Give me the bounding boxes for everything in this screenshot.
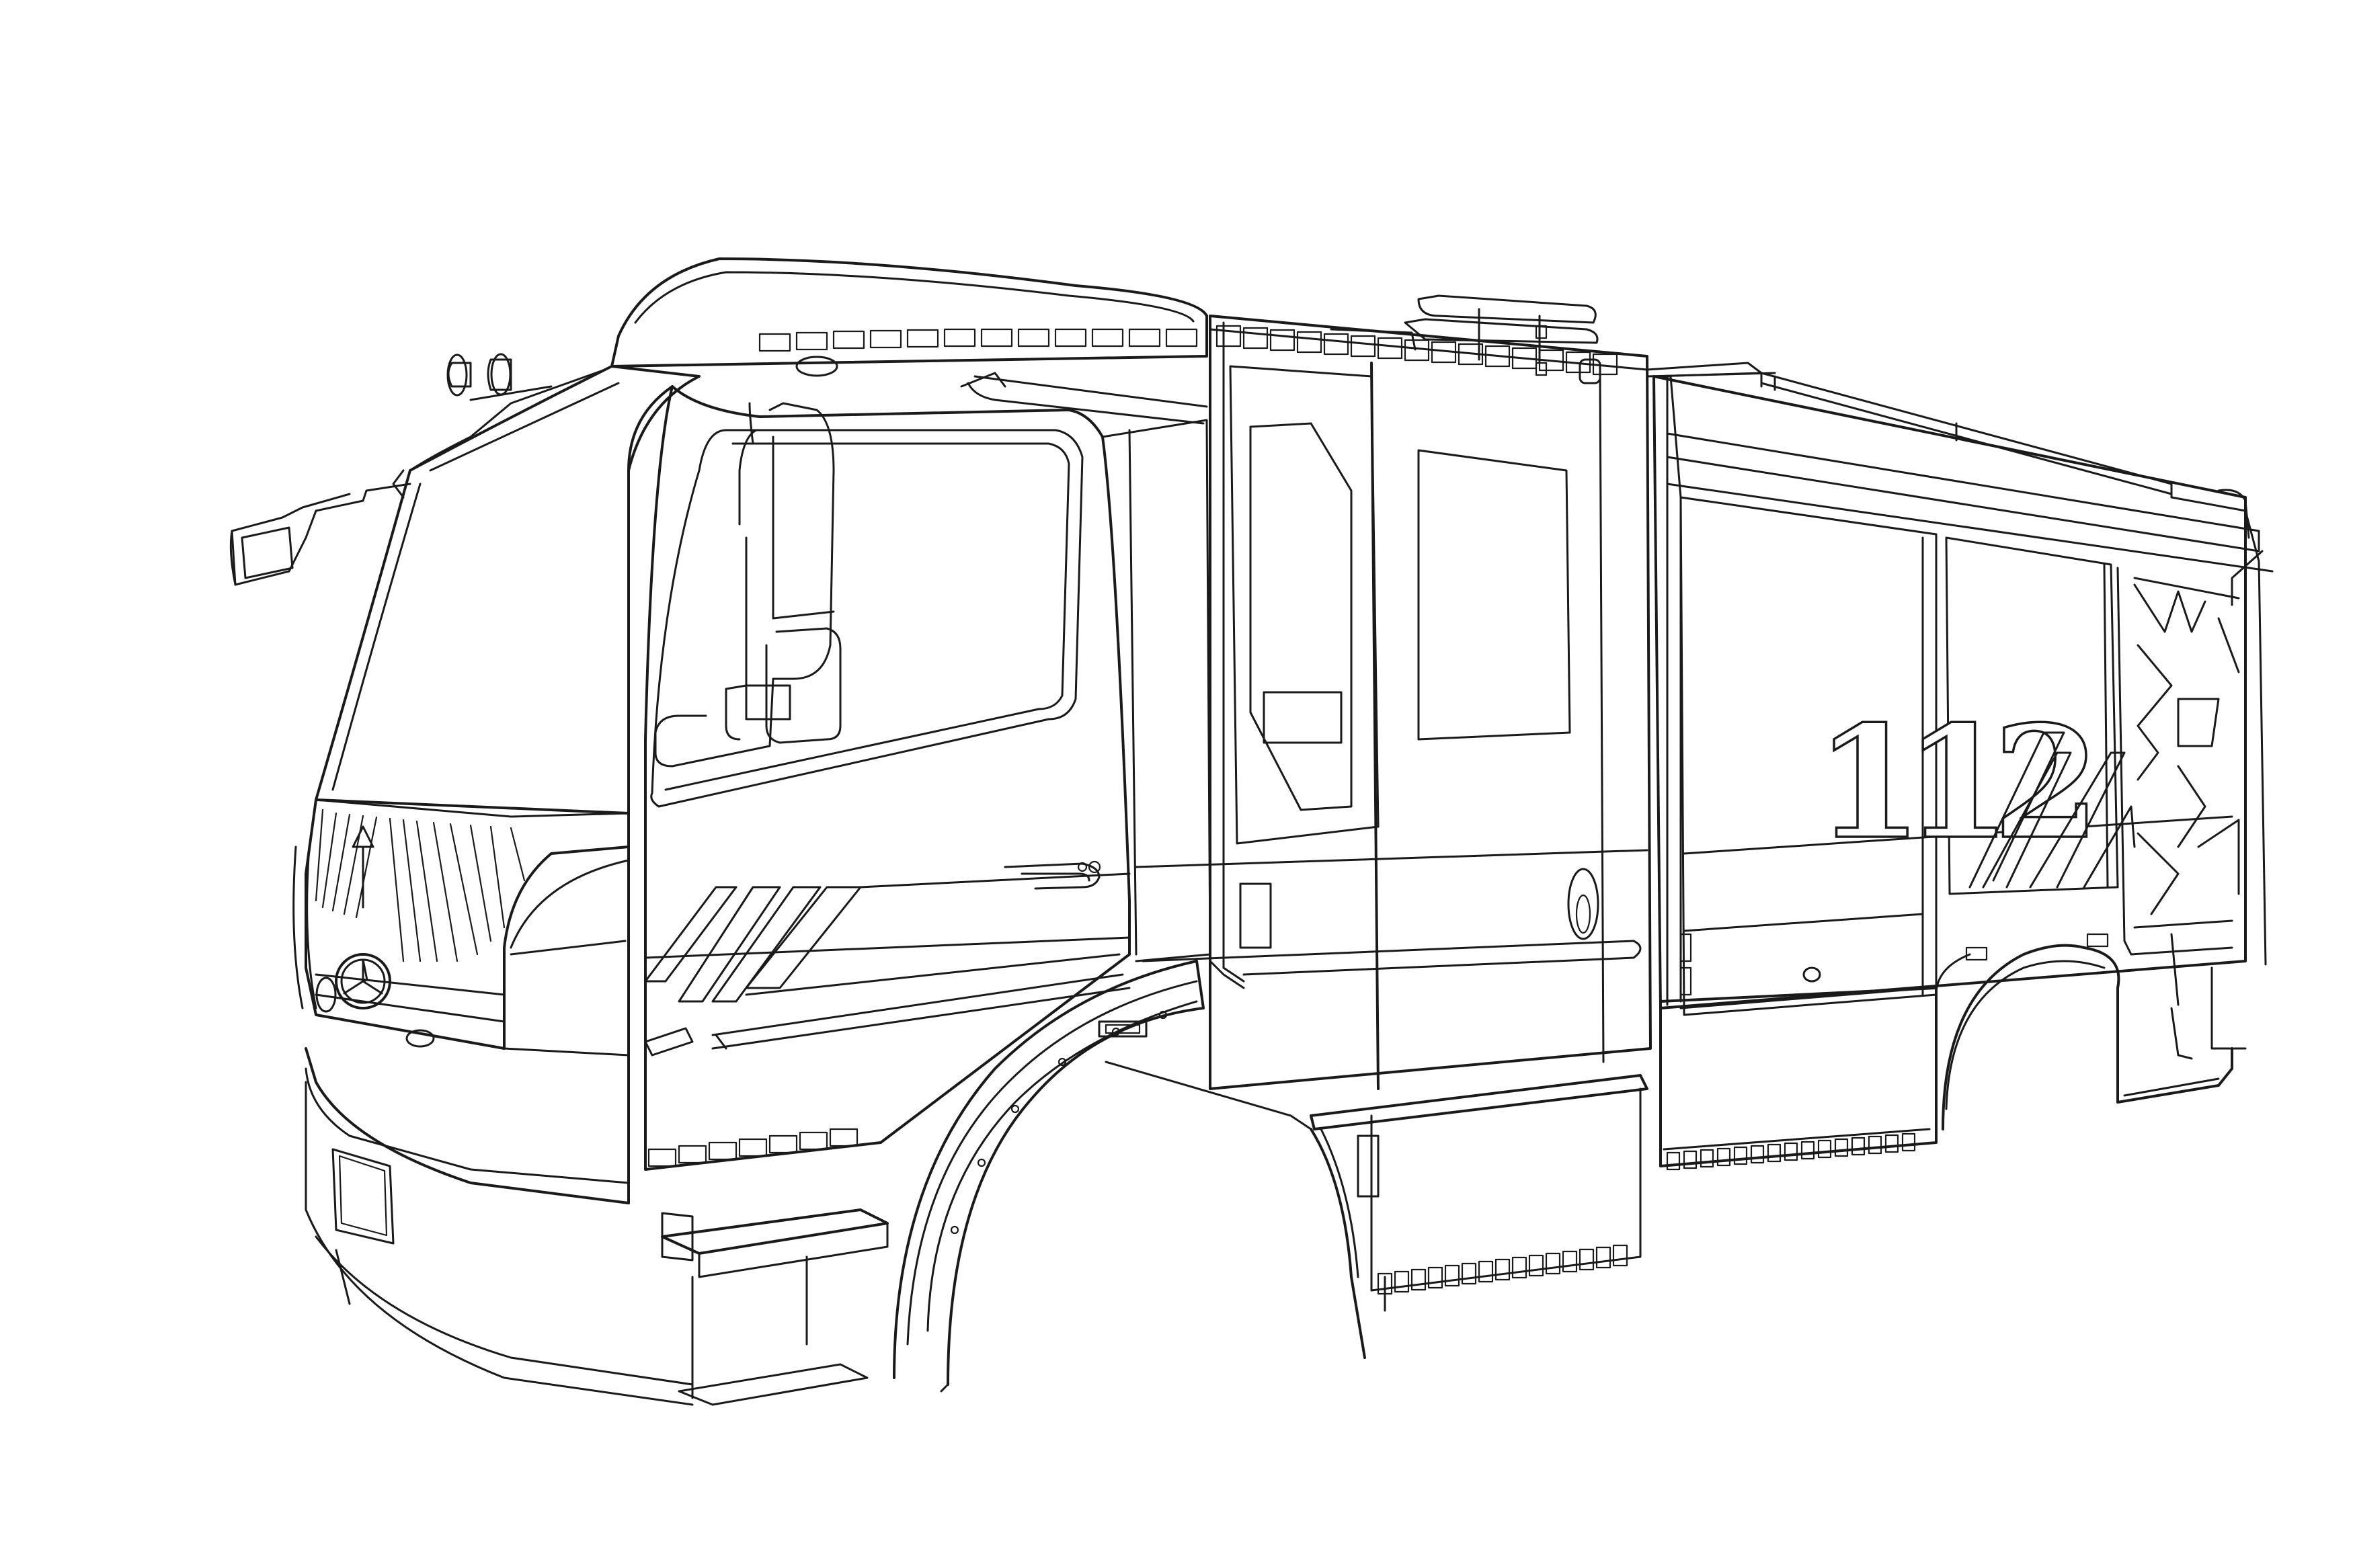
- three-pointed-star-emblem: [335, 953, 391, 1009]
- crew-cab-top-markers: [1215, 325, 1618, 376]
- roof-horn-icon: [446, 353, 553, 401]
- front-grille: [305, 798, 630, 1050]
- crew-step: [1310, 1074, 1648, 1312]
- cab-front: [229, 365, 701, 1406]
- equipment-roller-door-rear: [1945, 536, 2233, 961]
- crew-door-rear: [1417, 375, 1605, 1063]
- front-step: [661, 1208, 889, 1406]
- svg-text:112: 112: [1815, 692, 2087, 874]
- left-mirror: [229, 483, 411, 586]
- front-wheel-arch: [893, 960, 1205, 1393]
- roof-marker-lights: [758, 328, 1198, 377]
- crew-cab: [1105, 315, 1652, 1359]
- unit-number: 112: [1814, 691, 2107, 875]
- driver-door: [644, 385, 1131, 1171]
- rear-wheel-arch: [1942, 944, 2247, 1130]
- crew-door-front: [1229, 365, 1380, 949]
- body-skirt: [1659, 953, 1971, 1171]
- front-bumper: [292, 845, 694, 1406]
- door-bottom-markers: [647, 1128, 859, 1167]
- license-plate: [331, 1148, 395, 1245]
- equipment-body: 112: [1652, 372, 2274, 1171]
- rear-chevron-pattern: [2133, 577, 2240, 1006]
- side-mirror: [654, 402, 842, 768]
- cab-rear-panel: [960, 372, 1211, 962]
- cab-roof: [446, 257, 1208, 401]
